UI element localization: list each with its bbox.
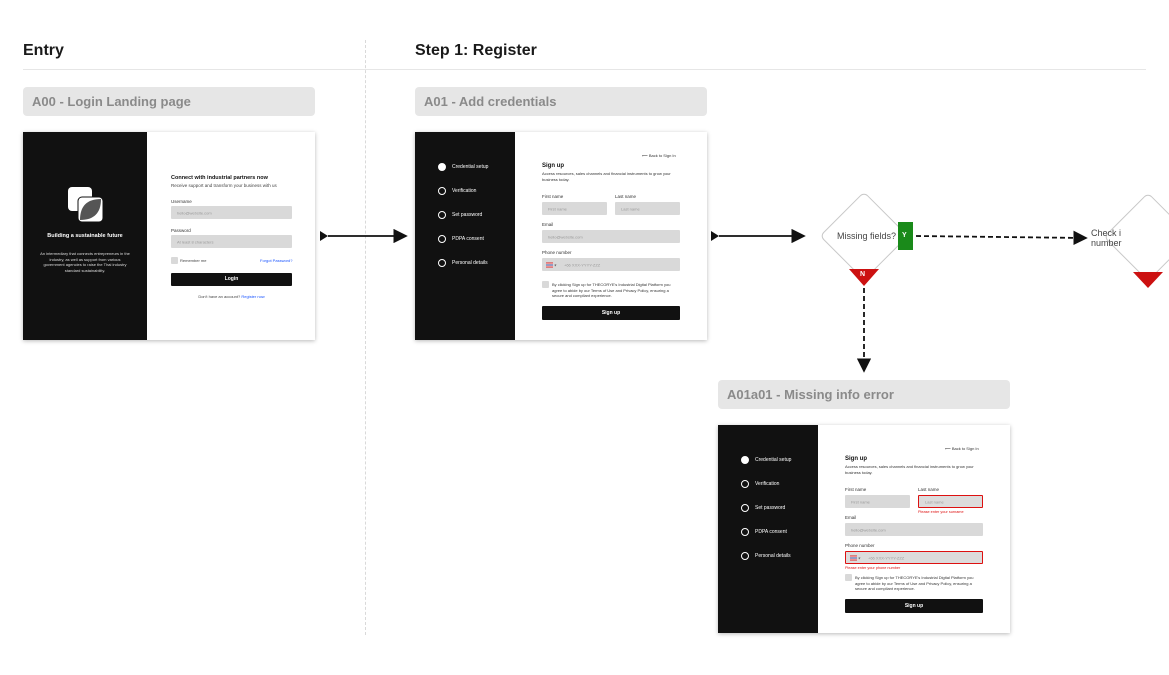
signup-screen: Credential setup Verification Set passwo…: [415, 132, 707, 340]
thai-flag-icon: [546, 262, 553, 267]
no-badge: [849, 269, 879, 286]
last-name-error-message: Please enter your surname: [918, 510, 964, 514]
terms-text: By clicking Sign up for THECORYE's Indus…: [552, 282, 671, 298]
login-screen: Building a sustainable future An interme…: [23, 132, 315, 340]
arrow-a00-to-a01: [320, 228, 408, 244]
error-phone-input[interactable]: ▾ +66 XXX-YYYY-ZZZ: [845, 551, 983, 564]
error-signup-title: Sign up: [845, 456, 867, 462]
hero-title: Building a sustainable future: [47, 233, 123, 239]
remember-checkbox[interactable]: [171, 257, 178, 264]
no-badge-partial: [1133, 272, 1163, 288]
error-terms-text: By clicking Sign up for THECORYE's Indus…: [855, 575, 974, 591]
first-name-input[interactable]: First name: [542, 202, 607, 215]
email-input[interactable]: hello@website.com: [542, 230, 680, 243]
password-input[interactable]: At least 8 characters: [171, 235, 292, 248]
error-terms-checkbox[interactable]: [845, 574, 852, 581]
signup-title: Sign up: [542, 163, 564, 169]
section-title-entry: Entry: [23, 42, 64, 59]
error-first-name-input[interactable]: First name: [845, 495, 910, 508]
check-number-text-1: Check i: [1091, 228, 1122, 238]
first-name-label: First name: [542, 194, 564, 199]
email-label: Email: [542, 222, 554, 227]
username-label: Username: [171, 199, 192, 204]
signup-steps-panel: Credential setup Verification Set passwo…: [415, 132, 515, 340]
section-title-register: Step 1: Register: [415, 42, 537, 59]
yes-dashed-arrow: [915, 230, 1088, 246]
error-phone-label: Phone number: [845, 543, 875, 548]
register-link[interactable]: Register now: [241, 294, 265, 299]
error-signup-description: Access resources, sales channels and fin…: [845, 464, 974, 475]
error-last-name-input[interactable]: Last name: [918, 495, 983, 508]
thai-flag-icon: [850, 555, 857, 560]
no-badge-label: N: [860, 271, 866, 278]
frame-label-a01a01: A01a01 - Missing info error: [718, 380, 1010, 409]
register-prompt: Don't have an account? Register now: [198, 294, 265, 299]
error-first-name-label: First name: [845, 487, 867, 492]
frame-label-a00: A00 - Login Landing page: [23, 87, 315, 116]
frame-label-a01: A01 - Add credentials: [415, 87, 707, 116]
error-back-to-signin-link[interactable]: ⟵ Back to Sign In: [945, 446, 979, 451]
missing-fields-diamond: [821, 193, 907, 279]
back-to-signin-link[interactable]: ⟵ Back to Sign In: [642, 153, 676, 158]
logo-icon: [68, 187, 104, 223]
yes-badge-label: Y: [902, 232, 907, 239]
username-input[interactable]: hello@website.com: [171, 206, 292, 219]
login-hero-panel: Building a sustainable future An interme…: [23, 132, 147, 340]
login-subheading: Receive support and transform your busin…: [171, 183, 277, 188]
last-name-input[interactable]: Last name: [615, 202, 680, 215]
login-button[interactable]: Login: [171, 273, 292, 286]
hero-description: An intermediary that connects entreprene…: [40, 251, 130, 273]
arrow-a01-to-decision: [711, 228, 806, 244]
arrow-left-icon: ⟵: [642, 153, 648, 158]
section-divider: [365, 40, 366, 635]
error-email-label: Email: [845, 515, 857, 520]
header-divider: [23, 69, 1146, 70]
phone-input[interactable]: ▾ +66 XXX-YYYY-ZZZ: [542, 258, 680, 271]
password-label: Password: [171, 228, 191, 233]
missing-fields-text: Missing fields?: [837, 231, 897, 241]
signup-error-screen: Credential setup Verification Set passwo…: [718, 425, 1010, 633]
login-heading: Connect with industrial partners now: [171, 175, 268, 181]
terms-checkbox[interactable]: [542, 281, 549, 288]
chevron-down-icon: ▾: [858, 555, 861, 560]
error-email-input[interactable]: hello@website.com: [845, 523, 983, 536]
last-name-label: Last name: [615, 194, 637, 199]
remember-label: Remember me: [180, 258, 207, 263]
forgot-password-link[interactable]: Forgot Password?: [260, 258, 293, 263]
yes-badge: [898, 222, 913, 250]
phone-label: Phone number: [542, 250, 572, 255]
error-signup-button[interactable]: Sign up: [845, 599, 983, 613]
signup-button[interactable]: Sign up: [542, 306, 680, 320]
check-number-text-2: number: [1091, 238, 1122, 248]
error-steps-panel: Credential setup Verification Set passwo…: [718, 425, 818, 633]
phone-error-message: Please enter your phone number: [845, 566, 901, 570]
chevron-down-icon: ▾: [554, 262, 557, 267]
arrow-left-icon: ⟵: [945, 446, 951, 451]
error-last-name-label: Last name: [918, 487, 940, 492]
signup-description: Access resources, sales channels and fin…: [542, 171, 671, 182]
